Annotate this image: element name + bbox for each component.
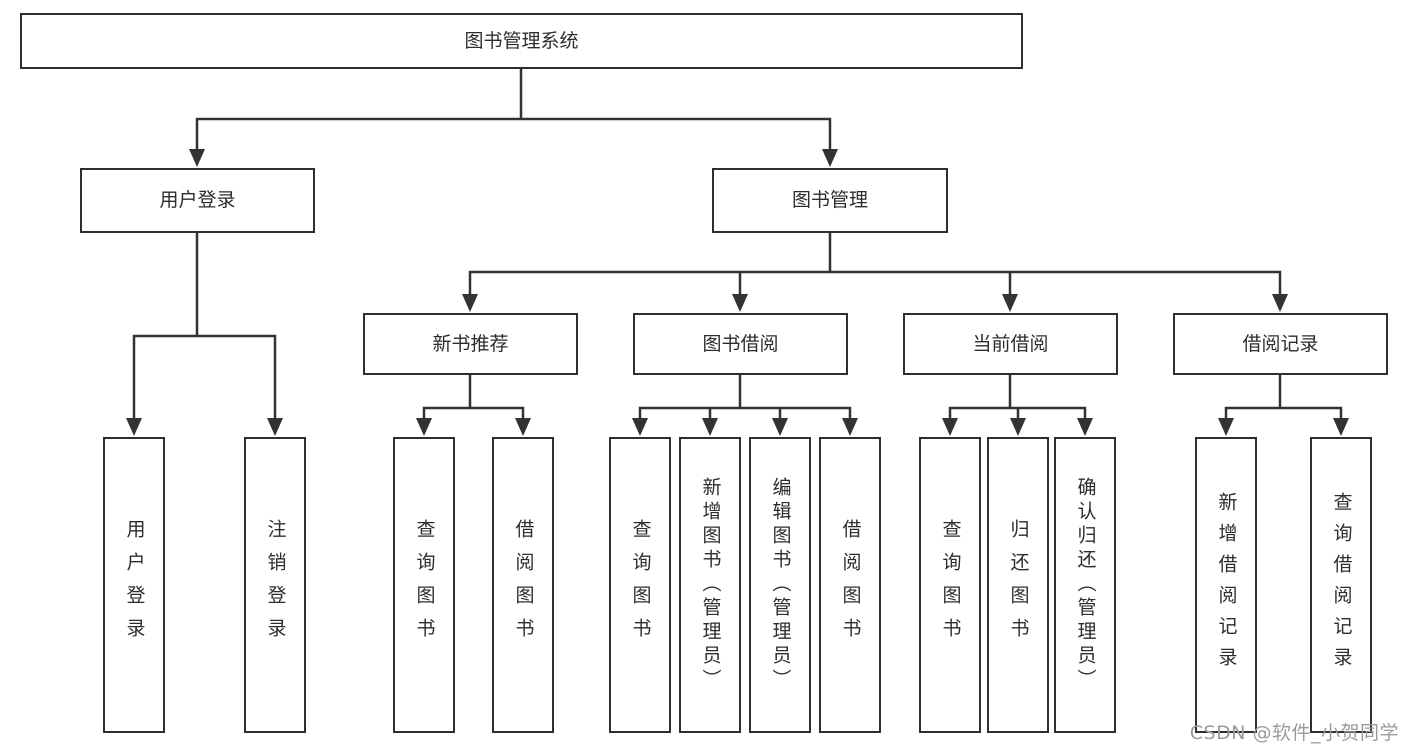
node-borrow-records: 借阅记录	[1173, 313, 1388, 375]
node-book-borrow: 图书借阅	[633, 313, 848, 375]
node-leaf-query-borrow-record: 查询借阅记录	[1310, 437, 1372, 733]
arrowheads	[126, 149, 1349, 436]
node-leaf-add-book-admin: 新增图书（管理员）	[679, 437, 741, 733]
node-leaf-query-book-borrow: 查询图书	[609, 437, 671, 733]
node-leaf-user-login: 用户登录	[103, 437, 165, 733]
node-book-management: 图书管理	[712, 168, 948, 233]
node-leaf-edit-book-admin: 编辑图书（管理员）	[749, 437, 811, 733]
node-user-login: 用户登录	[80, 168, 315, 233]
node-leaf-borrow-book: 借阅图书	[819, 437, 881, 733]
node-library-management-system: 图书管理系统	[20, 13, 1023, 69]
node-leaf-query-book-recommend: 查询图书	[393, 437, 455, 733]
node-current-borrow: 当前借阅	[903, 313, 1118, 375]
node-leaf-logout: 注销登录	[244, 437, 306, 733]
node-new-book-recommend: 新书推荐	[363, 313, 578, 375]
node-leaf-confirm-return-admin: 确认归还（管理员）	[1054, 437, 1116, 733]
node-leaf-borrow-book-recommend: 借阅图书	[492, 437, 554, 733]
connector-lines	[132, 69, 1343, 420]
watermark: CSDN @软件_小贺同学	[1189, 722, 1399, 744]
node-leaf-return-book: 归还图书	[987, 437, 1049, 733]
node-leaf-query-book-current: 查询图书	[919, 437, 981, 733]
node-leaf-add-borrow-record: 新增借阅记录	[1195, 437, 1257, 733]
